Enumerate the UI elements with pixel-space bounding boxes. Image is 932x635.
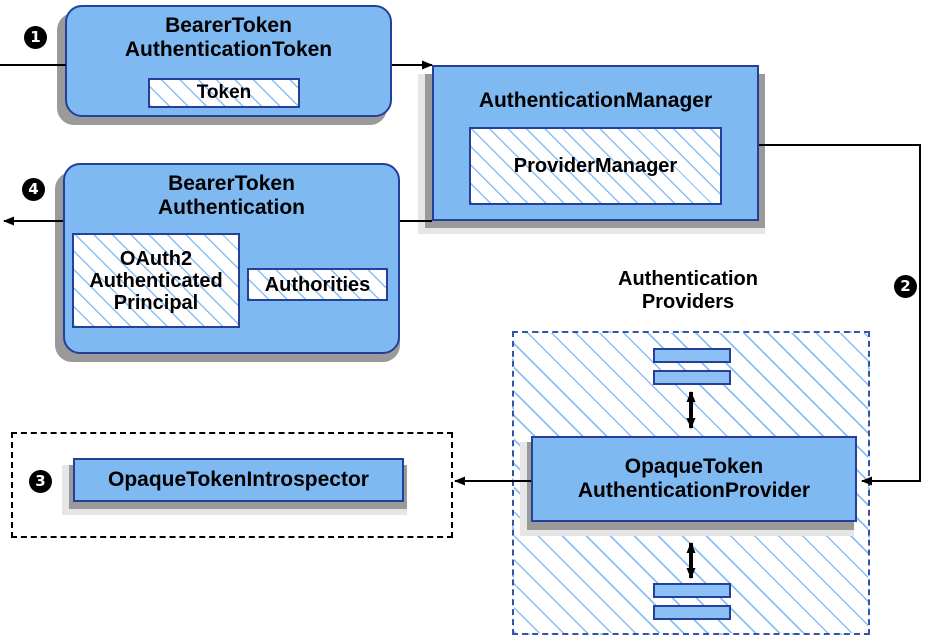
bearer-token-authentication-token-box[interactable]: BearerToken AuthenticationToken — [65, 5, 392, 117]
token-inner-box[interactable]: Token — [148, 78, 300, 108]
step-badge-4: 4 — [22, 178, 45, 201]
token-label: Token — [196, 81, 252, 103]
opaque-token-authentication-provider-line2: AuthenticationProvider — [577, 479, 811, 502]
collapsed-provider-bar-top-1[interactable] — [653, 348, 731, 363]
authentication-providers-caption-line1: Authentication — [618, 268, 758, 290]
authentication-manager-title: AuthenticationManager — [478, 89, 713, 112]
bearer-token-authentication-line1: BearerToken — [168, 172, 295, 195]
step-badge-3-number: 3 — [35, 472, 46, 490]
principal-line3: Principal — [113, 291, 199, 314]
step-badge-2-number: 2 — [900, 277, 911, 295]
opaque-token-authentication-provider-box[interactable]: OpaqueToken AuthenticationProvider — [531, 436, 857, 522]
collapsed-provider-bar-top-2[interactable] — [653, 370, 731, 385]
principal-line1: OAuth2 — [119, 247, 193, 270]
authorities-box[interactable]: Authorities — [247, 268, 388, 301]
step-badge-2: 2 — [894, 275, 917, 298]
collapsed-provider-bar-bottom-2[interactable] — [653, 605, 731, 620]
step-badge-4-number: 4 — [28, 180, 39, 198]
principal-line2: Authenticated — [89, 269, 223, 292]
provider-manager-inner-box[interactable]: ProviderManager — [469, 127, 722, 205]
step-badge-3: 3 — [29, 470, 52, 493]
opaque-token-introspector-box[interactable]: OpaqueTokenIntrospector — [73, 458, 404, 502]
oauth2-authenticated-principal-box[interactable]: OAuth2 Authenticated Principal — [72, 233, 240, 328]
step-badge-1-number: 1 — [30, 28, 41, 46]
collapsed-provider-bar-bottom-1[interactable] — [653, 583, 731, 598]
bearer-token-authentication-line2: Authentication — [158, 195, 305, 219]
authorities-label: Authorities — [264, 273, 371, 296]
authentication-providers-caption: Authentication Providers — [573, 268, 803, 314]
authentication-providers-caption-line2: Providers — [641, 290, 735, 313]
opaque-token-introspector-label: OpaqueTokenIntrospector — [108, 468, 369, 492]
provider-manager-label: ProviderManager — [513, 155, 678, 177]
step-badge-1: 1 — [24, 26, 47, 49]
bearer-token-authentication-token-line1: BearerToken — [165, 14, 292, 37]
opaque-token-authentication-provider-line1: OpaqueToken — [624, 455, 764, 479]
bearer-token-authentication-token-line2: AuthenticationToken — [124, 37, 333, 61]
